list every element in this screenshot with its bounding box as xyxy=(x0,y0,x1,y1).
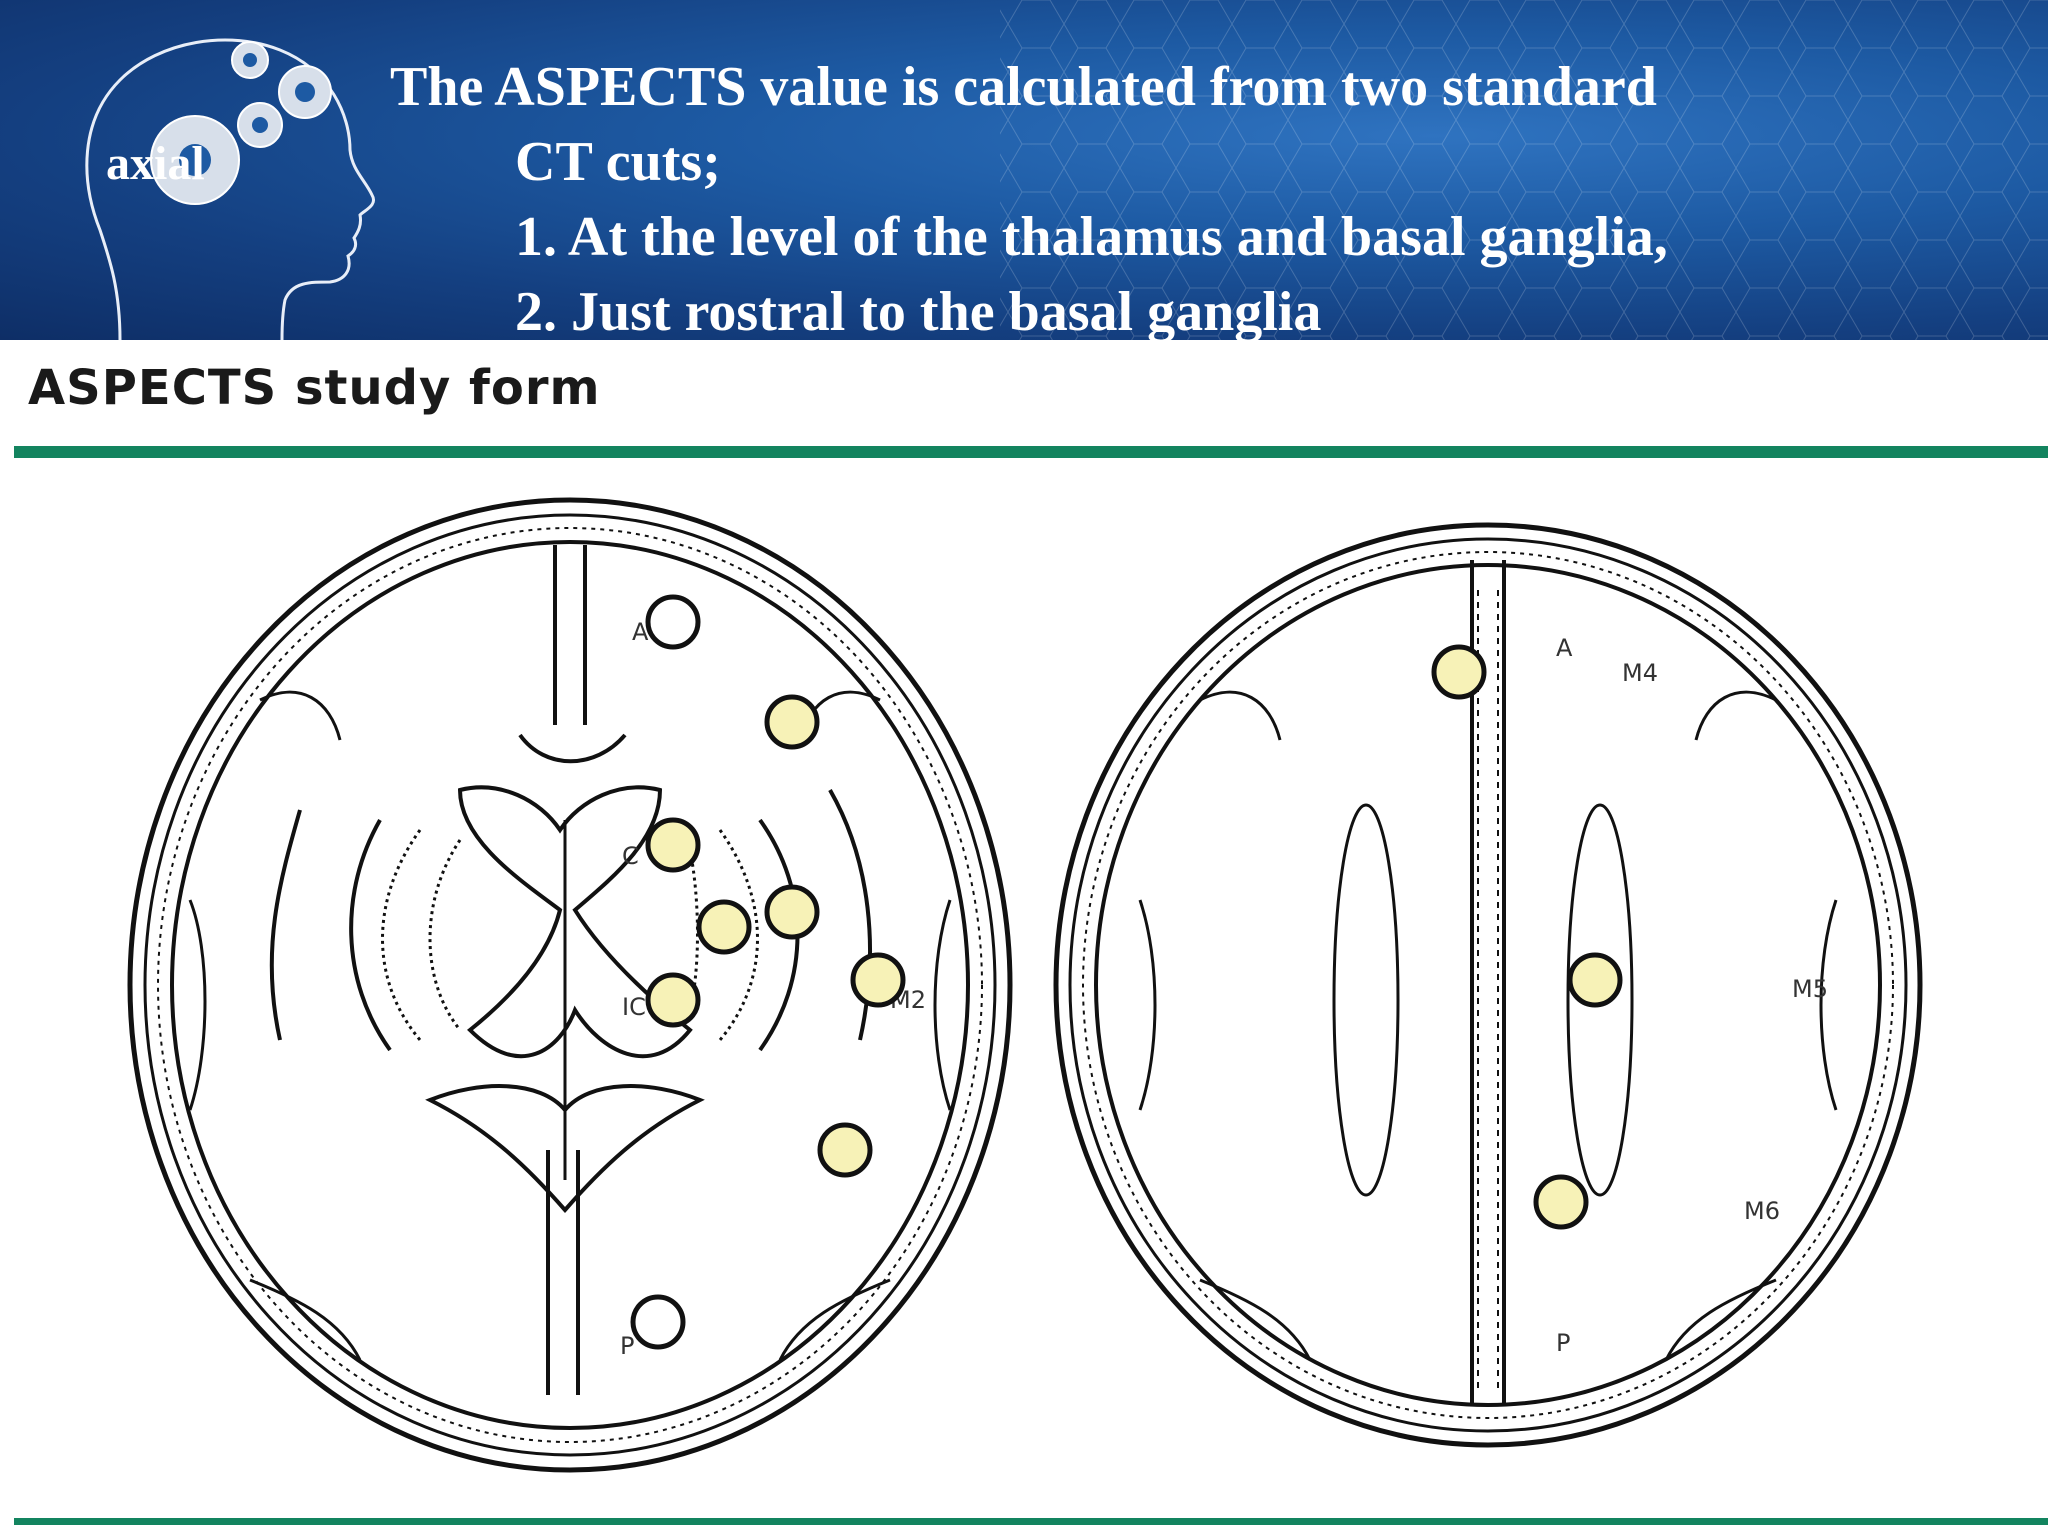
label-M6: M6 xyxy=(1744,1197,1780,1225)
marker-P-left xyxy=(630,1294,686,1350)
axial-label: axial xyxy=(106,137,205,190)
aspects-diagram: A M1 C L I IC M2 M3 P A M4 M5 xyxy=(127,497,1923,1473)
label-P-left: P xyxy=(620,1332,634,1360)
left-region-markers xyxy=(630,594,906,1350)
label-A-right: A xyxy=(1556,634,1573,662)
marker-M5 xyxy=(1567,952,1623,1008)
label-A-left: A xyxy=(632,618,649,646)
marker-M3 xyxy=(817,1122,873,1178)
marker-I xyxy=(764,884,820,940)
hex-pattern xyxy=(1000,0,2048,340)
marker-C xyxy=(645,817,701,873)
form-title: ASPECTS study form xyxy=(28,360,601,416)
marker-P-right xyxy=(1533,1174,1589,1230)
right-region-labels: A M4 M5 M6 P xyxy=(1556,634,1828,1357)
right-brain-cut xyxy=(1053,522,1923,1448)
marker-A-right xyxy=(1431,644,1487,700)
title-line-4: 2. Just rostral to the basal ganglia xyxy=(515,281,1322,340)
title-line-3: 1. At the level of the thalamus and basa… xyxy=(515,206,1668,268)
marker-A-left xyxy=(645,594,701,650)
slide-title: The ASPECTS value is calculated from two… xyxy=(390,50,1668,340)
head-gears-icon xyxy=(85,38,375,340)
marker-L xyxy=(696,899,752,955)
right-region-markers xyxy=(1431,644,1623,1230)
label-IC: IC xyxy=(622,993,646,1021)
label-P-right: P xyxy=(1556,1329,1570,1357)
title-line-2: CT cuts; xyxy=(515,131,721,193)
label-C: C xyxy=(622,842,639,870)
marker-M2 xyxy=(850,952,906,1008)
top-rule xyxy=(14,446,2048,458)
label-M5: M5 xyxy=(1792,975,1828,1003)
title-line-1: The ASPECTS value is calculated from two… xyxy=(390,56,1657,118)
header-banner: axial The ASPECTS value is calculated fr… xyxy=(0,0,2048,340)
marker-M1 xyxy=(764,694,820,750)
marker-IC xyxy=(645,972,701,1028)
bottom-rule xyxy=(14,1518,2048,1525)
label-M4: M4 xyxy=(1622,659,1658,687)
